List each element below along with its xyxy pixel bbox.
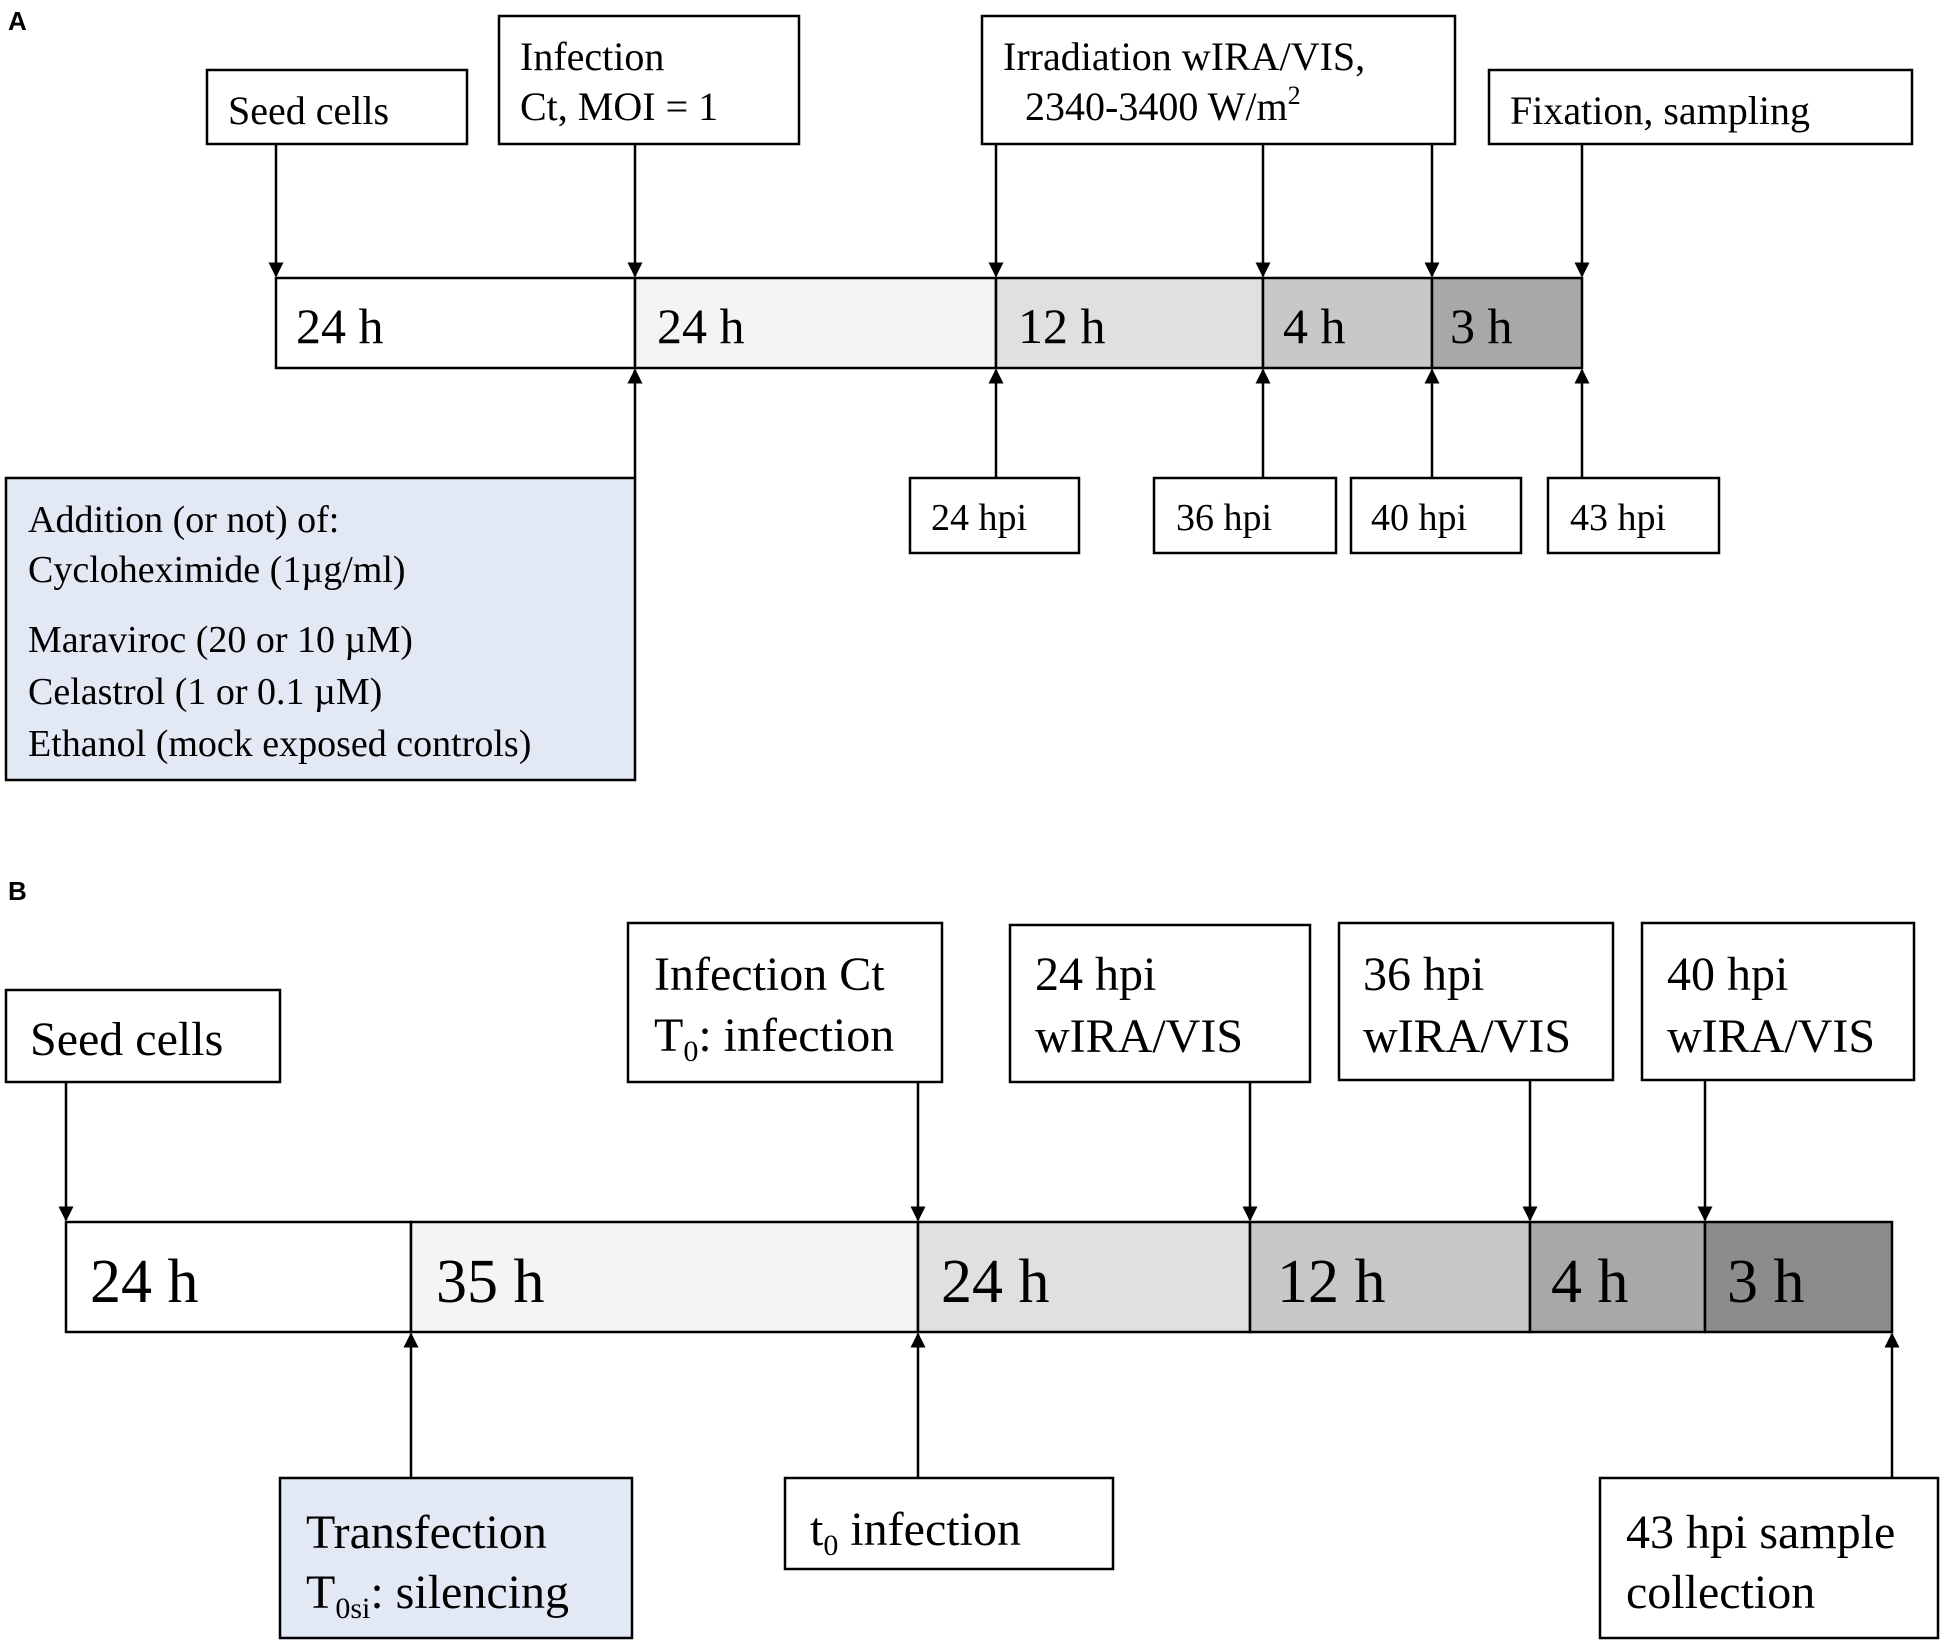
a-addition-line-4: Celastrol (1 or 0.1 µM) [28, 671, 382, 713]
b-wira-40-line-1: 40 hpi [1667, 948, 1788, 1001]
a-irradiation-box: Irradiation wIRA/VIS, 2340-3400 W/m2 [980, 14, 1457, 146]
a-seed-cells-box: Seed cells [205, 68, 469, 146]
a-segment-3-label: 12 h [1018, 298, 1106, 354]
b-segment-5-label: 4 h [1551, 1248, 1629, 1316]
b-segment-6-label: 3 h [1727, 1248, 1805, 1316]
a-segment-2-label: 24 h [657, 298, 745, 354]
b-wira-box-24: 24 hpi wIRA/VIS [1008, 923, 1312, 1084]
a-hpi-label-24: 24 hpi [931, 497, 1027, 539]
a-infection-label-1: Infection [520, 34, 664, 79]
b-segment-6 [1703, 1220, 1894, 1334]
panel-a-label: A [8, 6, 27, 36]
b-wira-40-line-2: wIRA/VIS [1667, 1010, 1875, 1063]
b-infection-box: Infection Ct T0: infection [626, 921, 944, 1084]
a-hpi-label-36: 36 hpi [1176, 497, 1272, 539]
a-hpi-box-43: 43 hpi [1546, 476, 1721, 555]
a-hpi-box-40: 40 hpi [1349, 476, 1523, 555]
a-addition-box: Addition (or not) of: Cycloheximide (1µg… [4, 476, 637, 782]
b-transfection-line-2: T0si: silencing [306, 1566, 569, 1625]
a-segment-2 [633, 276, 998, 370]
b-segment-1-label: 24 h [90, 1248, 199, 1316]
a-segment-1 [274, 276, 637, 370]
a-segment-5-label: 3 h [1450, 298, 1513, 354]
a-hpi-label-40: 40 hpi [1371, 497, 1467, 539]
a-hpi-box-36: 36 hpi [1152, 476, 1338, 555]
b-segment-4-label: 12 h [1277, 1248, 1386, 1316]
b-infection-label-1: Infection Ct [654, 948, 885, 1001]
b-segment-2 [409, 1220, 920, 1334]
b-seed-cells-box: Seed cells [4, 988, 282, 1084]
b-t0-infection-box: t0 infection [783, 1476, 1115, 1571]
b-wira-24-line-1: 24 hpi [1035, 948, 1156, 1001]
b-transfection-line-1: Transfection [306, 1506, 547, 1559]
b-wira-box-40: 40 hpi wIRA/VIS [1640, 921, 1916, 1082]
b-t0-infection-label: t0 infection [810, 1503, 1021, 1562]
b-infection-label-2: T0: infection [654, 1009, 894, 1068]
a-hpi-label-43: 43 hpi [1570, 497, 1666, 539]
b-sample-line-2: collection [1626, 1566, 1815, 1619]
a-addition-line-3: Maraviroc (20 or 10 µM) [28, 619, 413, 661]
b-sample-line-1: 43 hpi sample [1626, 1506, 1895, 1559]
a-irradiation-label-1: Irradiation wIRA/VIS, [1003, 34, 1365, 79]
a-segment-1-label: 24 h [296, 298, 384, 354]
a-segment-3 [994, 276, 1265, 370]
b-wira-24-line-2: wIRA/VIS [1035, 1010, 1243, 1063]
b-seed-cells-label: Seed cells [30, 1013, 223, 1066]
a-fixation-label: Fixation, sampling [1510, 88, 1810, 133]
b-segment-3 [916, 1220, 1252, 1334]
b-wira-36-line-2: wIRA/VIS [1363, 1010, 1571, 1063]
a-segment-4 [1261, 276, 1434, 370]
b-wira-36-line-1: 36 hpi [1363, 948, 1484, 1001]
a-infection-label-2: Ct, MOI = 1 [520, 84, 718, 129]
a-addition-line-5: Ethanol (mock exposed controls) [28, 723, 531, 765]
b-segment-2-label: 35 h [436, 1248, 545, 1316]
a-addition-line-1: Addition (or not) of: [28, 499, 339, 541]
a-addition-line-2: Cycloheximide (1µg/ml) [28, 549, 406, 591]
b-wira-box-36: 36 hpi wIRA/VIS [1337, 921, 1615, 1082]
b-timeline-bar: 24 h 35 h 24 h 12 h 4 h 3 h [64, 1220, 1894, 1334]
b-sample-box: 43 hpi sample collection [1598, 1476, 1940, 1640]
a-fixation-box: Fixation, sampling [1487, 68, 1914, 146]
a-segment-5 [1430, 276, 1584, 370]
a-timeline-bar: 24 h 24 h 12 h 4 h 3 h [274, 276, 1584, 370]
a-seed-cells-label: Seed cells [228, 88, 389, 133]
a-segment-4-label: 4 h [1283, 298, 1346, 354]
a-infection-box: Infection Ct, MOI = 1 [497, 14, 801, 146]
b-segment-3-label: 24 h [941, 1248, 1050, 1316]
panel-b-label: B [8, 876, 27, 906]
b-transfection-box: Transfection T0si: silencing [278, 1476, 634, 1640]
a-irradiation-label-2: 2340-3400 W/m2 [1025, 81, 1301, 129]
a-hpi-box-24: 24 hpi [908, 476, 1081, 555]
